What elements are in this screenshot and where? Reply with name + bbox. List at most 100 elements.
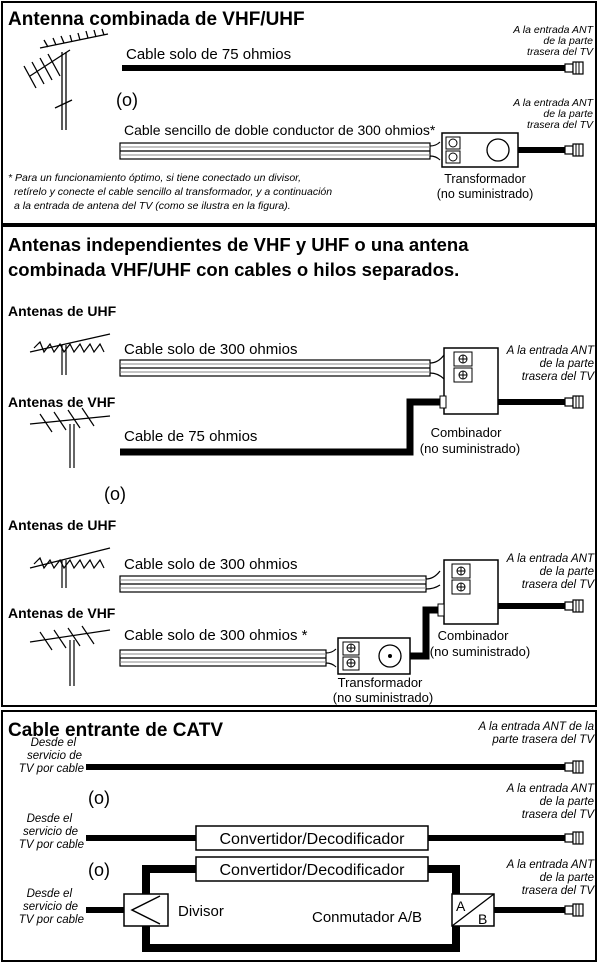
svg-text:Combinador: Combinador <box>438 628 509 643</box>
section-1-frame <box>1 1 597 225</box>
svg-text:Combinador: Combinador <box>431 425 502 440</box>
svg-text:de la parte: de la parte <box>543 108 593 120</box>
catv-loop-cable <box>142 865 460 952</box>
cable-300-label: Cable solo de 300 ohmios * <box>124 627 308 644</box>
svg-text:A la entrada ANT: A la entrada ANT <box>506 553 595 565</box>
svg-text:Transformador: Transformador <box>338 675 423 690</box>
source-2: Desde el servicio de TV por cable <box>19 813 84 851</box>
svg-text:trasera del TV: trasera del TV <box>522 809 596 821</box>
vhf-antenna-icon <box>29 407 111 468</box>
twin-lead-cable-300 <box>119 354 445 380</box>
destination-1: A la entrada ANT de la parte trasera del… <box>478 721 596 746</box>
svg-text:servicio de: servicio de <box>23 901 78 913</box>
splitter-icon <box>123 893 169 927</box>
footnote: * Para un funcionamiento óptimo, si tien… <box>8 172 332 212</box>
svg-text:TV por cable: TV por cable <box>19 914 84 926</box>
svg-text:a la entrada de antena del TV: a la entrada de antena del TV (como se i… <box>14 200 291 212</box>
svg-text:(no suministrado): (no suministrado) <box>437 187 534 201</box>
section-combined-antenna: Antenna combinada de VHF/UHF Cable solo … <box>1 1 597 225</box>
converter-box-2 <box>195 856 429 882</box>
twin-lead-cable-300 <box>119 570 441 593</box>
cable-75-label: Cable de 75 ohmios <box>124 428 257 445</box>
svg-text:trasera del TV: trasera del TV <box>522 885 596 897</box>
svg-text:A la entrada ANT: A la entrada ANT <box>506 859 595 871</box>
svg-text:A la entrada ANT: A la entrada ANT <box>512 97 594 109</box>
source-1: Desde el servicio de TV por cable <box>19 737 84 775</box>
svg-text:trasera del TV: trasera del TV <box>527 119 594 131</box>
or-label-2: (o) <box>104 484 126 504</box>
cable-300-label: Cable solo de 300 ohmios <box>124 341 297 358</box>
f-connector-icon <box>564 760 584 774</box>
switch-label: Conmutador A/B <box>312 909 422 926</box>
ab-switch-icon: A B <box>451 893 495 927</box>
or-label-1: (o) <box>116 90 138 110</box>
converter-box <box>195 825 429 851</box>
svg-text:(no suministrado): (no suministrado) <box>430 644 530 659</box>
svg-text:A la entrada ANT: A la entrada ANT <box>512 24 594 36</box>
twin-lead-cable-300 <box>119 648 337 668</box>
f-connector-icon <box>564 395 584 409</box>
svg-text:Transformador: Transformador <box>444 172 526 186</box>
svg-text:servicio de: servicio de <box>27 750 82 762</box>
uhf-antenna-icon <box>29 547 111 588</box>
uhf-antenna-label-2: Antenas de UHF <box>8 517 117 533</box>
section-catv: Cable entrante de CATV A la entrada ANT … <box>1 710 597 962</box>
f-connector-icon <box>564 61 584 75</box>
splitter-label: Divisor <box>178 903 224 920</box>
switch-b-label: B <box>478 911 487 927</box>
svg-text:trasera del TV: trasera del TV <box>527 46 594 58</box>
svg-text:Desde el: Desde el <box>27 888 73 900</box>
svg-text:TV por cable: TV por cable <box>19 839 84 851</box>
section-3-title: Cable entrante de CATV <box>8 720 223 741</box>
transformer-label: Transformador (no suministrado) <box>437 172 534 201</box>
transformer-label-2: Transformador (no suministrado) <box>333 675 433 705</box>
or-label-4: (o) <box>88 860 110 880</box>
svg-text:(no suministrado): (no suministrado) <box>333 690 433 705</box>
combiner-label: Combinador (no suministrado) <box>420 425 520 456</box>
svg-text:parte trasera del TV: parte trasera del TV <box>491 734 595 746</box>
f-connector-icon <box>564 903 584 917</box>
svg-text:trasera del TV: trasera del TV <box>522 371 596 383</box>
or-label-3: (o) <box>88 788 110 808</box>
twin-lead-cable-300 <box>119 141 441 161</box>
coax-cable-to-combiner <box>410 606 444 660</box>
svg-text:* Para un funcionamiento óptim: * Para un funcionamiento óptimo, si tien… <box>8 172 301 184</box>
combiner-icon <box>437 559 499 625</box>
cable-300-label: Cable solo de 300 ohmios <box>124 556 297 573</box>
converter-label-2: Convertidor/Decodificador <box>220 862 406 879</box>
svg-text:TV por cable: TV por cable <box>19 763 84 775</box>
vhf-antenna-icon <box>29 625 111 686</box>
destination: A la entrada ANT de la parte trasera del… <box>506 345 596 383</box>
combiner-icon <box>439 347 499 415</box>
cable-75-label: Cable solo de 75 ohmios <box>126 46 291 63</box>
svg-text:servicio de: servicio de <box>23 826 78 838</box>
svg-text:A la entrada ANT: A la entrada ANT <box>506 783 595 795</box>
uhf-antenna-icon <box>29 333 111 375</box>
f-connector-icon <box>564 143 584 157</box>
section-2-title-line-2: combinada VHF/UHF con cables o hilos sep… <box>8 259 459 280</box>
destination-3: A la entrada ANT de la parte trasera del… <box>506 859 596 897</box>
destination-2: A la entrada ANT de la parte trasera del… <box>506 783 596 821</box>
cable-300-label: Cable sencillo de doble conductor de 300… <box>124 122 436 138</box>
destination-2: A la entrada ANT de la parte trasera del… <box>506 553 596 591</box>
combiner-label-2: Combinador (no suministrado) <box>430 628 530 659</box>
transformer-icon <box>337 637 411 675</box>
svg-text:de la parte: de la parte <box>543 35 593 47</box>
vhf-antenna-label-2: Antenas de VHF <box>8 605 116 621</box>
combined-antenna-icon <box>23 28 109 130</box>
svg-text:Desde el: Desde el <box>27 813 73 825</box>
section-1-title: Antenna combinada de VHF/UHF <box>8 9 305 30</box>
destination-2: A la entrada ANT de la parte trasera del… <box>512 97 594 131</box>
destination-1: A la entrada ANT de la parte trasera del… <box>512 24 594 58</box>
coax-cable-75 <box>120 398 440 456</box>
svg-text:(no suministrado): (no suministrado) <box>420 441 520 456</box>
svg-text:trasera del TV: trasera del TV <box>522 579 596 591</box>
section-3-frame <box>1 710 597 962</box>
svg-text:de la parte: de la parte <box>540 566 594 578</box>
f-connector-icon <box>564 599 584 613</box>
svg-text:de la parte: de la parte <box>540 796 594 808</box>
svg-text:de la parte: de la parte <box>540 358 594 370</box>
converter-label: Convertidor/Decodificador <box>220 831 406 848</box>
svg-text:retírelo y conecte el cable se: retírelo y conecte el cable sencillo al … <box>14 186 332 198</box>
